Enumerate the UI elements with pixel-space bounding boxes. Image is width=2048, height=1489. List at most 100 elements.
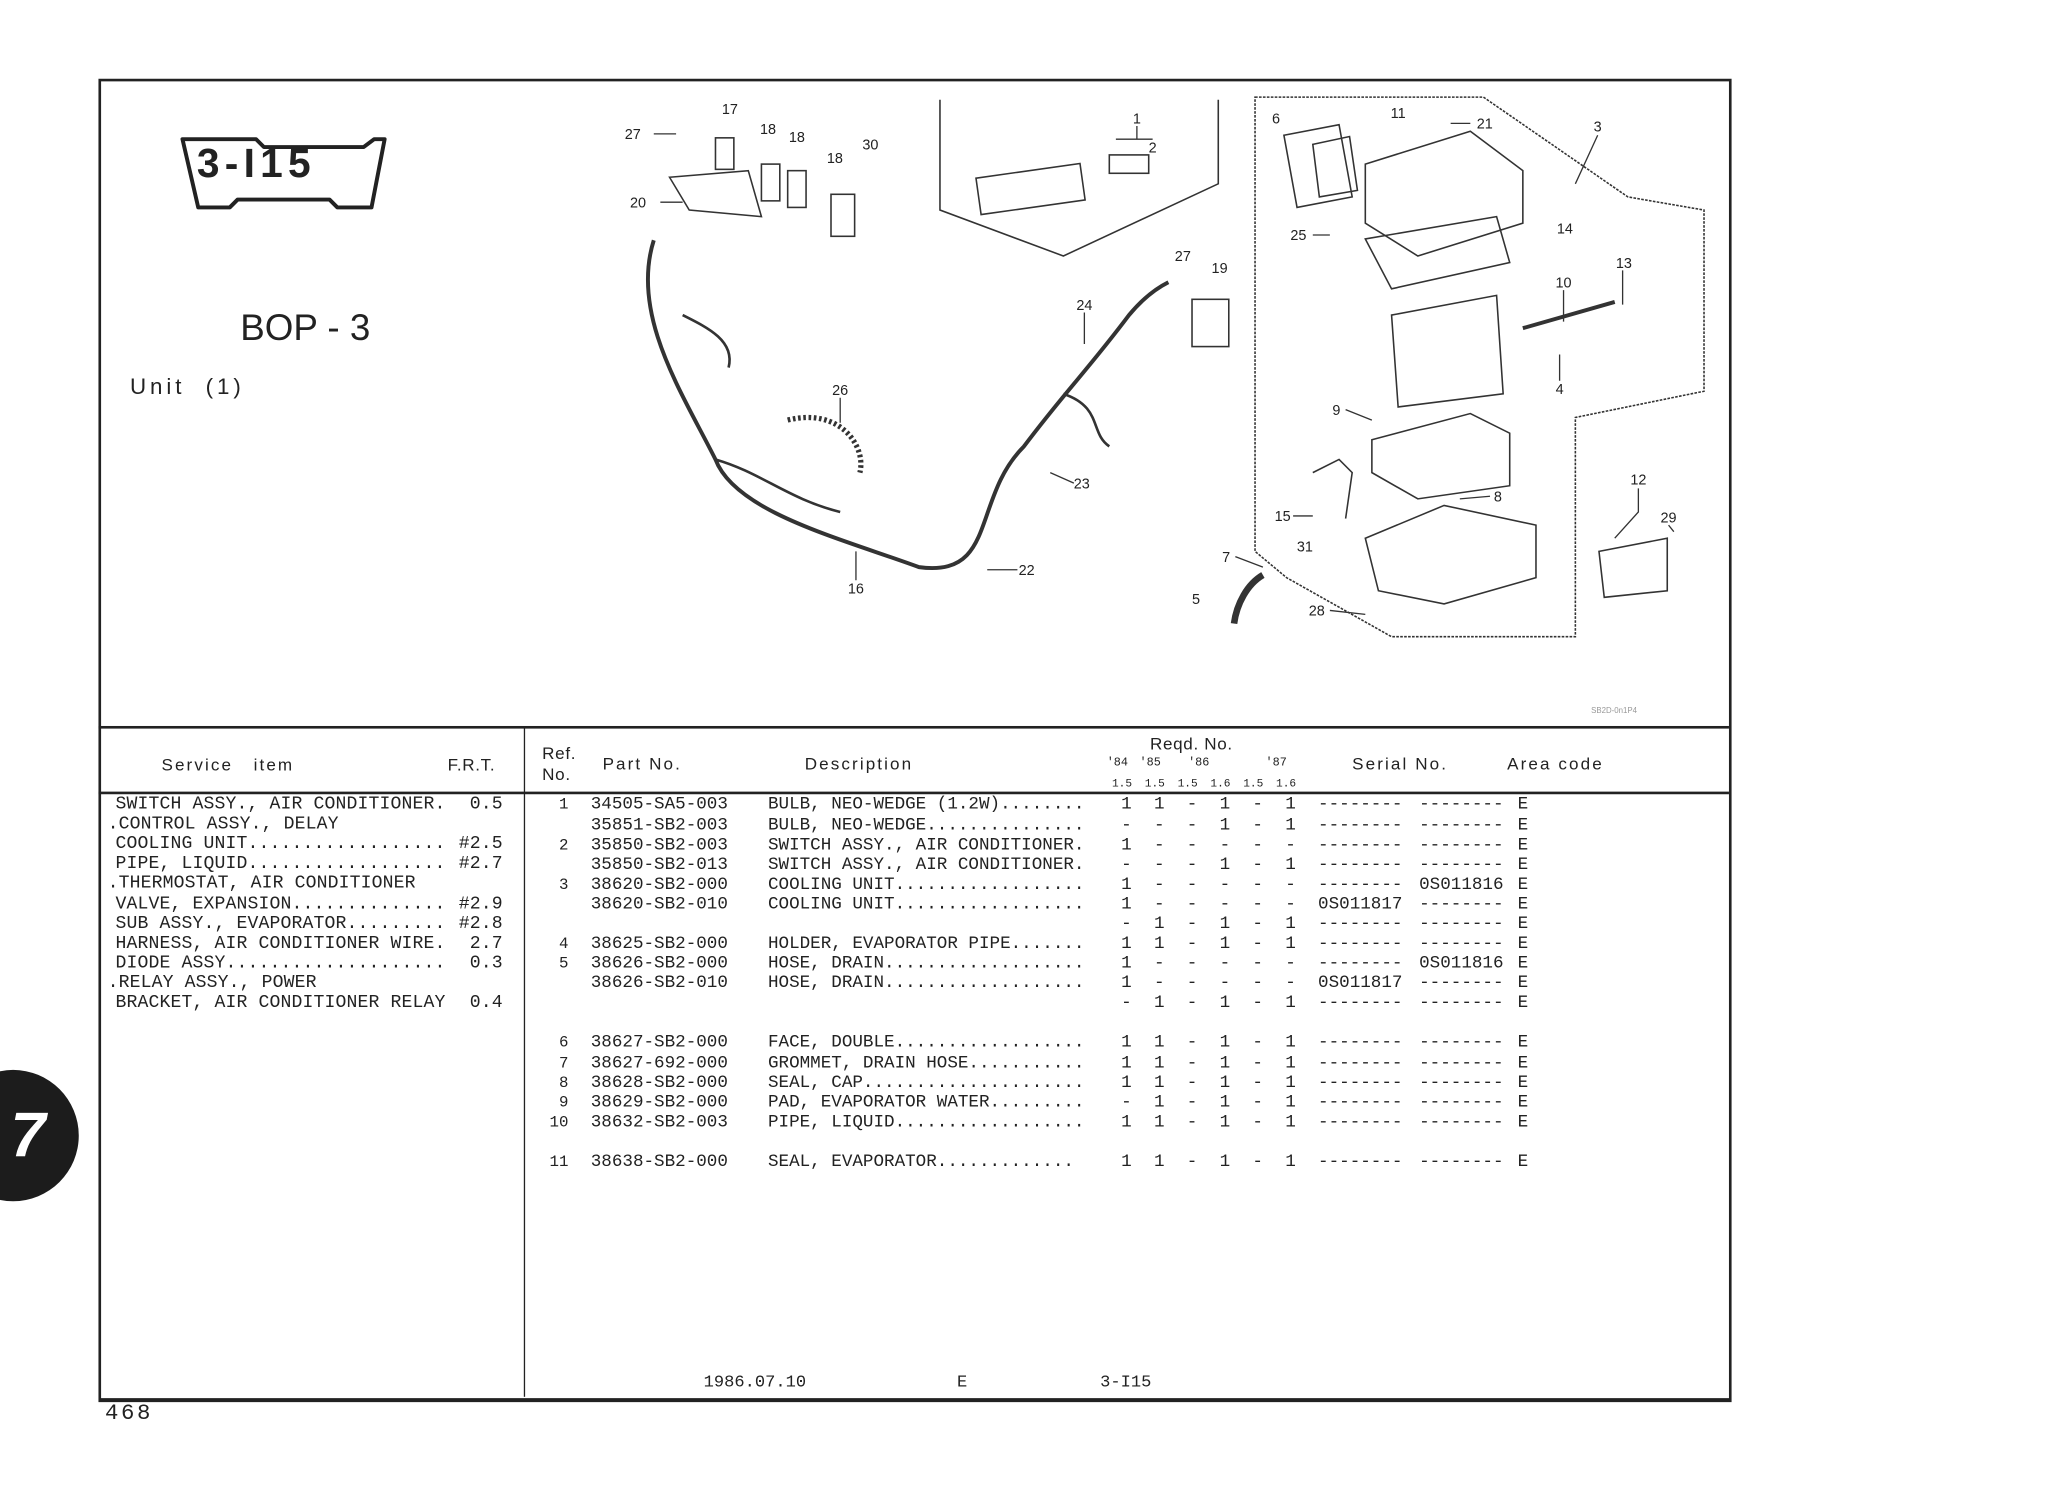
callout-number: 31 xyxy=(1297,539,1313,555)
callout-number: 27 xyxy=(625,127,641,143)
header-bottom-rule xyxy=(98,791,1729,795)
reqd-qty: - xyxy=(1285,875,1296,896)
callout-number: 29 xyxy=(1661,510,1677,526)
callout-number: 20 xyxy=(630,195,646,211)
part-number: 38620-SB2-010 xyxy=(590,895,728,916)
reqd-qty: - xyxy=(1121,816,1132,837)
serial-from: -------- xyxy=(1318,954,1403,975)
reqd-qty: - xyxy=(1252,1113,1263,1133)
service-item-header: Service item xyxy=(161,754,295,775)
serial-from: 0S011817 xyxy=(1318,974,1403,994)
reqd-qty: 1 xyxy=(1121,1054,1132,1074)
reqd-qty: 1 xyxy=(1219,915,1231,935)
ref-no: 6 xyxy=(558,1033,569,1052)
service-item: SUB ASSY., EVAPORATOR......... xyxy=(115,914,446,935)
part-number: 35850-SB2-003 xyxy=(590,836,728,856)
reqd-qty: - xyxy=(1186,855,1198,876)
callout-number: 12 xyxy=(1630,472,1646,488)
description: FACE, DOUBLE.................. xyxy=(767,1033,1085,1053)
callout-number: 1 xyxy=(1133,111,1141,127)
switch-inset-frame xyxy=(939,99,1220,257)
reqd-qty: - xyxy=(1219,836,1231,856)
callout-number: 7 xyxy=(1222,550,1230,566)
reqd-qty: - xyxy=(1252,974,1263,994)
ref-no: 3 xyxy=(558,875,569,895)
callout-number: 11 xyxy=(1391,106,1406,122)
serial-from: -------- xyxy=(1318,1152,1403,1173)
callout-number: 24 xyxy=(1076,298,1092,314)
serial-from: 0S011817 xyxy=(1318,895,1403,916)
reqd-qty: 1 xyxy=(1121,1152,1132,1173)
serial-to: -------- xyxy=(1419,795,1504,816)
reqd-qty: 1 xyxy=(1285,934,1296,955)
serial-to: -------- xyxy=(1419,1113,1504,1133)
frt-value: #2.9 xyxy=(458,894,503,915)
description: GROMMET, DRAIN HOSE........... xyxy=(767,1054,1085,1074)
callout-number: 18 xyxy=(827,151,843,167)
reqd-qty: - xyxy=(1252,993,1263,1014)
reqd-qty: - xyxy=(1252,875,1263,896)
reqd-qty: - xyxy=(1186,895,1198,916)
reqd-qty: 1 xyxy=(1285,816,1296,837)
area-code: E xyxy=(1517,954,1529,975)
callout-number: 19 xyxy=(1212,261,1228,277)
serial-from: -------- xyxy=(1318,875,1403,896)
callout-number: 16 xyxy=(848,581,864,597)
reqd-qty: 1 xyxy=(1285,1073,1296,1094)
reqd-qty: 1 xyxy=(1285,993,1296,1014)
ref-header-no: No. xyxy=(542,764,571,784)
part-number: 38625-SB2-000 xyxy=(590,934,728,955)
part-number: 38629-SB2-000 xyxy=(590,1093,728,1114)
area-code: E xyxy=(1517,974,1529,994)
reqd-qty: - xyxy=(1186,1152,1198,1173)
callout-number: 28 xyxy=(1309,604,1325,620)
description: HOLDER, EVAPORATOR PIPE....... xyxy=(767,934,1085,955)
reqd-qty: 1 xyxy=(1153,993,1165,1014)
diagram-code: SB2D-0n1P4 xyxy=(1591,706,1638,715)
reqd-qty: 1 xyxy=(1219,1073,1231,1094)
frt-value: #2.8 xyxy=(458,914,503,935)
reqd-qty: - xyxy=(1252,895,1263,916)
reqd-qty: - xyxy=(1219,974,1231,994)
reqd-qty: - xyxy=(1153,816,1165,837)
engine-size-label: 1.5 xyxy=(1111,777,1133,791)
serial-from: -------- xyxy=(1318,836,1403,856)
part-no-header: Part No. xyxy=(602,753,682,774)
description: SEAL, CAP..................... xyxy=(767,1073,1085,1094)
frt-value: #2.7 xyxy=(458,855,503,875)
serial-from: -------- xyxy=(1318,1033,1403,1053)
ref-no: 10 xyxy=(549,1113,569,1132)
reqd-qty: 1 xyxy=(1285,1152,1296,1173)
ref-no: 4 xyxy=(558,934,569,954)
area-code: E xyxy=(1517,1152,1529,1173)
ref-no: 1 xyxy=(558,795,569,814)
callout-number: 18 xyxy=(760,122,776,138)
reqd-qty: 1 xyxy=(1153,934,1165,955)
service-item: DIODE ASSY.................... xyxy=(115,954,446,974)
callout-number: 14 xyxy=(1557,222,1573,238)
reqd-qty: 1 xyxy=(1285,795,1296,816)
footer-area: E xyxy=(957,1371,968,1392)
service-item: BRACKET, AIR CONDITIONER RELAY xyxy=(115,993,446,1014)
area-code: E xyxy=(1517,1093,1529,1114)
description: HOSE, DRAIN................... xyxy=(767,974,1085,994)
callout-number: 8 xyxy=(1494,489,1502,505)
part-number: 38628-SB2-000 xyxy=(590,1073,728,1094)
reqd-qty: - xyxy=(1186,795,1198,816)
reqd-qty: 1 xyxy=(1219,1113,1231,1133)
description: SEAL, EVAPORATOR............. xyxy=(767,1152,1074,1173)
serial-to: -------- xyxy=(1419,836,1504,856)
callout-number: 10 xyxy=(1556,276,1572,292)
reqd-qty: - xyxy=(1252,1152,1263,1173)
reqd-qty: - xyxy=(1252,795,1263,816)
serial-to: -------- xyxy=(1419,1093,1504,1114)
reqd-qty: - xyxy=(1186,993,1198,1014)
reqd-qty: 1 xyxy=(1153,1113,1165,1133)
page-frame xyxy=(98,78,1732,1403)
part-number: 38627-SB2-000 xyxy=(590,1033,728,1053)
reqd-qty: - xyxy=(1252,836,1263,856)
reqd-qty: - xyxy=(1121,855,1132,876)
reqd-qty: - xyxy=(1252,915,1263,935)
